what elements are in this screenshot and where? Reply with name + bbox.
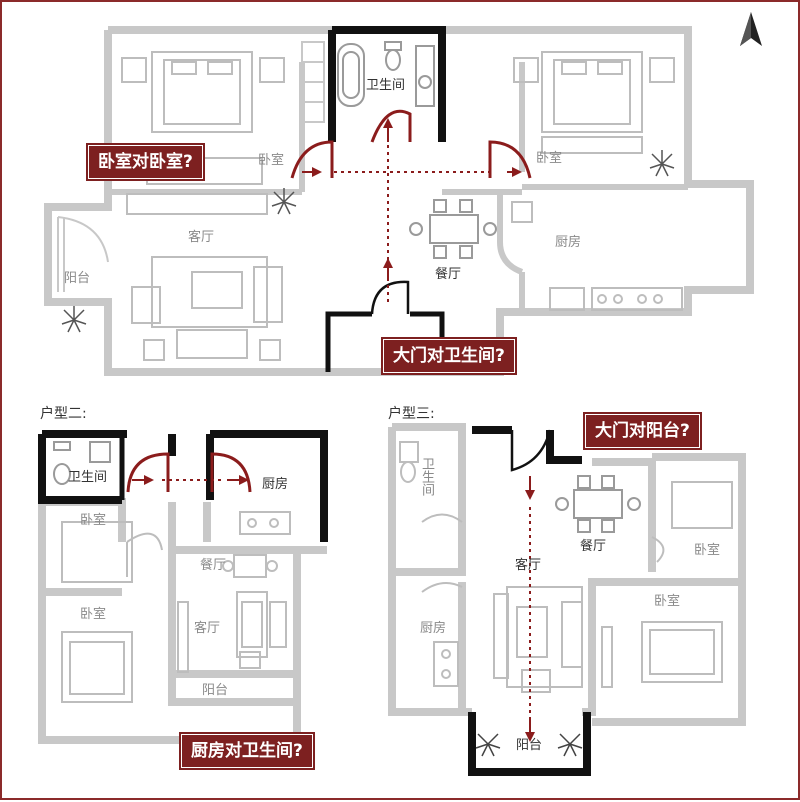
- sofa-icon: [493, 586, 583, 693]
- callout-door-to-bathroom: 大门对卫生间?: [381, 337, 517, 375]
- arrow-icon: [302, 118, 522, 302]
- toilet-icon: [399, 441, 419, 483]
- type2-room-label-balcony: 阳台: [202, 683, 229, 698]
- room-label-balcony: 阳台: [64, 271, 91, 286]
- room-label-bedroom-right: 卧室: [536, 151, 563, 166]
- wardrobe: [301, 41, 325, 123]
- type2-highlight-walls: [38, 430, 328, 542]
- callout-bedroom-to-bedroom: 卧室对卧室?: [86, 143, 205, 181]
- door-swing-icon: [510, 429, 552, 472]
- type3-room-label-dining: 餐厅: [580, 539, 607, 554]
- type2-heading: 户型二:: [40, 406, 87, 422]
- type2-room-label-bathroom: 卫生间: [68, 470, 108, 485]
- type3-highlight-walls: [468, 426, 591, 776]
- type3-room-label-bathroom: 卫生间: [419, 457, 434, 496]
- door-swing-icon: [126, 452, 252, 493]
- top-plan-interior-walls: [108, 62, 688, 312]
- type2-room-label-bedroom-large: 卧室: [80, 607, 107, 622]
- dining-table-icon: [409, 199, 497, 259]
- type2-room-label-living: 客厅: [194, 621, 221, 636]
- room-label-dining: 餐厅: [435, 267, 462, 282]
- balcony-window: [57, 216, 109, 292]
- toilet-icon: [384, 41, 402, 71]
- bed-icon: [513, 51, 675, 154]
- door-swing-icon: [370, 280, 410, 315]
- type2-room-label-dining: 餐厅: [200, 558, 227, 573]
- type3-room-label-bedroom-top: 卧室: [694, 543, 721, 558]
- bed-icon: [61, 521, 189, 703]
- room-label-kitchen: 厨房: [555, 235, 582, 250]
- callout-kitchen-to-bathroom: 厨房对卫生间?: [179, 732, 315, 770]
- bed-icon: [121, 51, 285, 185]
- toilet-icon: [53, 441, 111, 485]
- dining-table-icon: [222, 554, 278, 578]
- plant-icon: [475, 733, 583, 757]
- type3-room-label-balcony: 阳台: [516, 738, 543, 753]
- sofa-icon: [236, 591, 287, 669]
- callout-door-to-balcony: 大门对阳台?: [583, 412, 702, 450]
- room-label-bedroom-left: 卧室: [258, 153, 285, 168]
- door-swing-icon: [421, 513, 665, 593]
- sink-icon: [415, 45, 435, 107]
- type3-room-label-bedroom-bottom: 卧室: [654, 594, 681, 609]
- type2-room-label-bedroom-small: 卧室: [80, 513, 107, 528]
- dining-table-icon: [555, 475, 641, 533]
- stove-icon: [239, 511, 291, 535]
- stove-icon: [511, 201, 683, 311]
- type3-room-label-living: 客厅: [515, 558, 542, 573]
- type3-room-label-kitchen: 厨房: [420, 621, 447, 636]
- plant-icon: [61, 150, 675, 333]
- top-bathroom-wall: [328, 26, 446, 142]
- north-compass-icon: [740, 12, 762, 46]
- door-swing-icon: [126, 532, 163, 577]
- stove-icon: [433, 641, 459, 687]
- type2-room-label-kitchen: 厨房: [262, 477, 289, 492]
- room-label-living: 客厅: [188, 230, 215, 245]
- room-label-bathroom: 卫生间: [366, 78, 406, 93]
- type3-heading: 户型三:: [388, 406, 435, 422]
- sofa-icon: [126, 193, 283, 361]
- bathtub-icon: [337, 43, 365, 107]
- door-swing-icon: [290, 109, 532, 179]
- bed-icon: [601, 481, 733, 688]
